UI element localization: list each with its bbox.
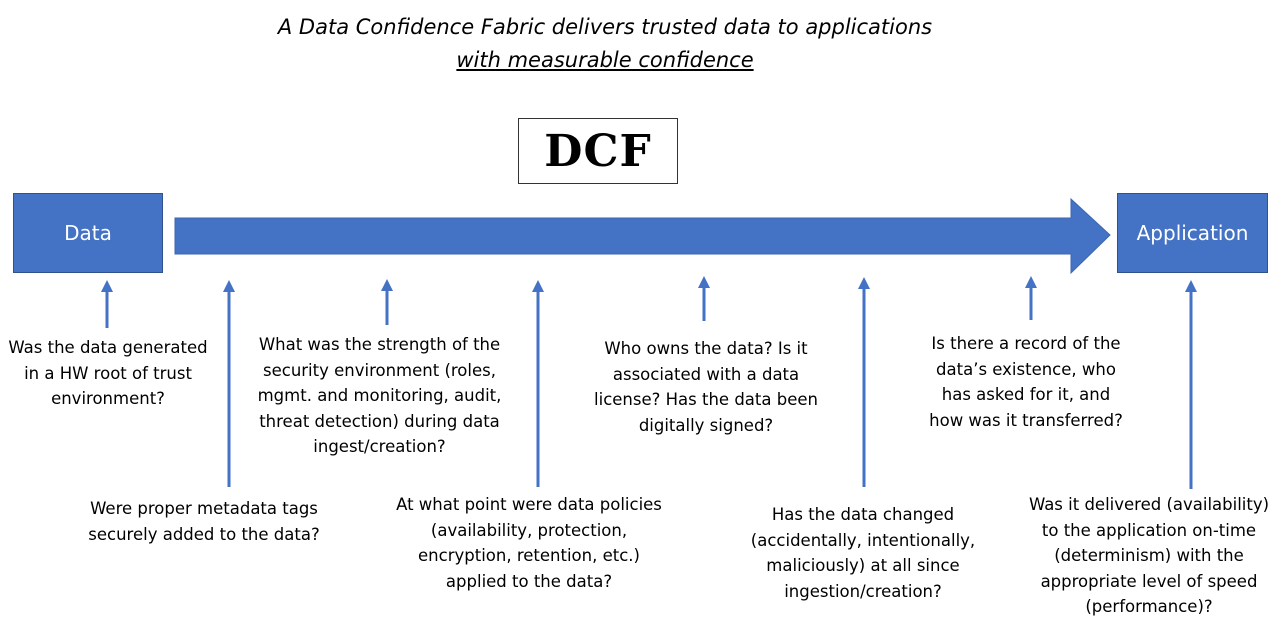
question-5: Who owns the data? Is it associated with… (594, 339, 818, 435)
question-arrow-6-head (858, 277, 870, 289)
main-flow-arrow (174, 197, 1111, 275)
question-2: Were proper metadata tags securely added… (88, 499, 320, 544)
application-box: Application (1117, 193, 1268, 273)
question-4: At what point were data policies (availa… (396, 495, 662, 591)
question-3: What was the strength of the security en… (257, 335, 502, 456)
title-line-1: A Data Confidence Fabric delivers truste… (277, 15, 933, 39)
question-8: Was it delivered (availability) to the a… (1028, 495, 1270, 616)
question-6: Has the data changed (accidentally, inte… (750, 505, 976, 601)
question-arrow-2-head (223, 280, 235, 292)
question-arrow-4-head (532, 280, 544, 292)
title-line-2: with measurable confidence (456, 48, 754, 72)
question-7: Is there a record of the data’s existenc… (929, 334, 1123, 430)
dcf-label-box: DCF (518, 118, 678, 184)
question-arrow-5-head (698, 276, 710, 288)
question-1: Was the data generated in a HW root of t… (8, 338, 208, 408)
question-arrow-8-head (1185, 280, 1197, 292)
question-arrow-3-head (381, 279, 393, 291)
data-box: Data (13, 193, 163, 273)
question-arrow-1-head (101, 280, 113, 292)
question-arrow-7-head (1025, 276, 1037, 288)
